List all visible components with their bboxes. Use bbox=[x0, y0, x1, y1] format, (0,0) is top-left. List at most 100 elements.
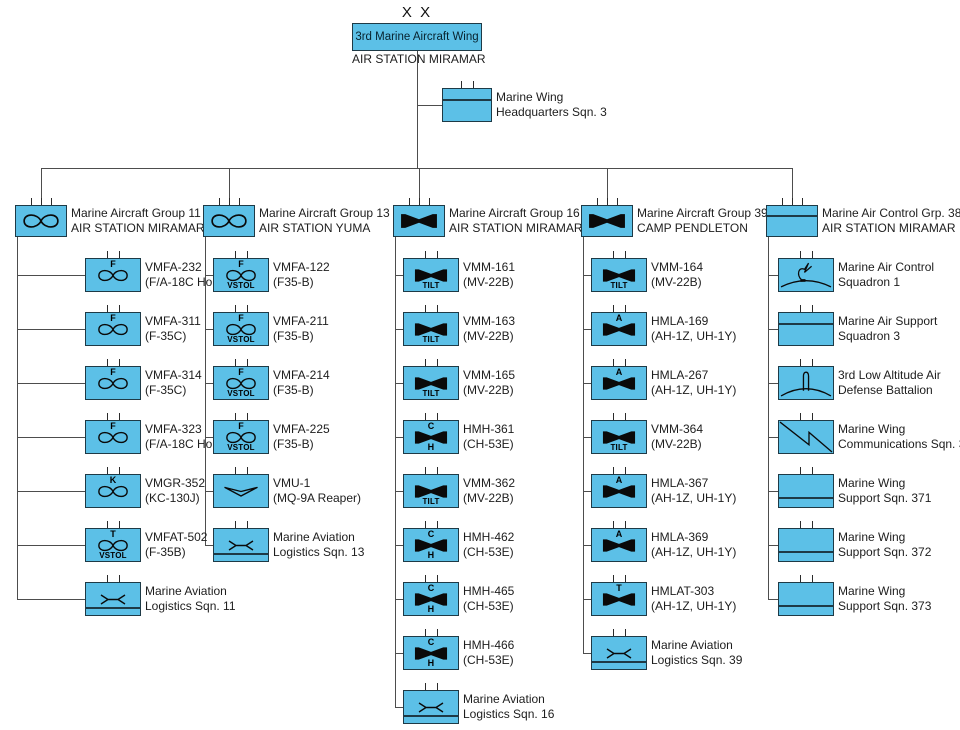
echelon-tick bbox=[425, 413, 426, 420]
unit-label-hmh-466: HMH-466(CH-53E) bbox=[463, 636, 514, 670]
unit-box-marine-aviation-logistics-sqn-39 bbox=[591, 636, 647, 670]
connector-line bbox=[583, 653, 591, 654]
wing-hq-box: 3rd Marine Aircraft Wing bbox=[352, 23, 482, 51]
echelon-tick bbox=[425, 575, 426, 582]
echelon-tick bbox=[235, 251, 236, 258]
unit-box-hmla-369: A bbox=[591, 528, 647, 562]
echelon-tick bbox=[800, 251, 801, 258]
echelon-tick bbox=[247, 521, 248, 528]
unit-box-marine-aircraft-group-39 bbox=[581, 205, 633, 237]
echelon-tick bbox=[247, 251, 248, 258]
echelon-band bbox=[767, 215, 817, 217]
label-line2: (AH-1Z, UH-1Y) bbox=[651, 491, 737, 505]
label-line2: AIR STATION MIRAMAR bbox=[822, 221, 956, 235]
icon-letter-top: F bbox=[110, 259, 116, 269]
icon-letter-top: C bbox=[427, 529, 435, 539]
unit-box-vmm-165: TILT bbox=[403, 366, 459, 400]
connector-line bbox=[17, 275, 85, 276]
unit-label-vmu-1: VMU-1(MQ-9A Reaper) bbox=[273, 474, 361, 508]
label-line1: Marine Aviation bbox=[651, 637, 733, 652]
connector-line bbox=[583, 383, 591, 384]
echelon-tick bbox=[473, 81, 474, 88]
label-line2: Support Sqn. 373 bbox=[838, 599, 932, 613]
label-line2: (F-35C) bbox=[145, 329, 187, 343]
unit-label-vmfa-214: VMFA-214(F35-B) bbox=[273, 366, 330, 400]
connector-line bbox=[17, 237, 18, 599]
rotary-wing-icon bbox=[401, 214, 437, 228]
label-line1: VMU-1 bbox=[273, 475, 311, 490]
label-line2: (CH-53E) bbox=[463, 437, 514, 451]
echelon-tick bbox=[812, 359, 813, 366]
label-line1: HMH-466 bbox=[463, 637, 515, 652]
icon-letter-top: A bbox=[615, 529, 623, 539]
label-line1: Marine Aviation bbox=[463, 691, 545, 706]
label-line2: (CH-53E) bbox=[463, 545, 514, 559]
echelon-tick bbox=[247, 359, 248, 366]
unit-label-hmla-367: HMLA-367(AH-1Z, UH-1Y) bbox=[651, 474, 736, 508]
label-line1: VMM-364 bbox=[651, 421, 704, 436]
unit-box-marine-aviation-logistics-sqn-16 bbox=[403, 690, 459, 724]
icon-label-bottom: VSTOL bbox=[227, 335, 255, 344]
unit-label-vmfat-502: VMFAT-502(F-35B) bbox=[145, 528, 207, 562]
unit-label-vmm-164: VMM-164(MV-22B) bbox=[651, 258, 703, 292]
echelon-tick bbox=[437, 467, 438, 474]
connector-line bbox=[229, 168, 230, 205]
icon-label-bottom: TILT bbox=[422, 281, 440, 290]
echelon-tick bbox=[119, 467, 120, 474]
echelon-tick bbox=[613, 359, 614, 366]
label-line2: (KC-130J) bbox=[145, 491, 200, 505]
label-line2: Logistics Sqn. 11 bbox=[145, 599, 236, 613]
icon-letter-top: C bbox=[427, 421, 435, 431]
rotary-wing-icon bbox=[414, 430, 448, 444]
label-line1: Marine Wing bbox=[838, 529, 906, 544]
icon-letter-top: T bbox=[110, 529, 116, 539]
icon-label-bottom: TILT bbox=[422, 497, 440, 506]
echelon-tick bbox=[235, 413, 236, 420]
echelon-tick bbox=[800, 305, 801, 312]
label-line2: (AH-1Z, UH-1Y) bbox=[651, 599, 737, 613]
connector-line bbox=[768, 545, 778, 546]
connector-line bbox=[583, 491, 591, 492]
unit-box-vmm-163: TILT bbox=[403, 312, 459, 346]
echelon-tick bbox=[800, 359, 801, 366]
echelon-tick bbox=[107, 413, 108, 420]
echelon-tick bbox=[625, 467, 626, 474]
echelon-tick bbox=[437, 251, 438, 258]
connector-line bbox=[607, 168, 608, 205]
wrench-icon bbox=[100, 593, 126, 605]
echelon-tick bbox=[613, 251, 614, 258]
label-line1: VMFA-311 bbox=[145, 313, 201, 328]
rotary-wing-icon bbox=[414, 592, 448, 606]
label-line2: (AH-1Z, UH-1Y) bbox=[651, 383, 737, 397]
unit-label-vmfa-211: VMFA-211(F35-B) bbox=[273, 312, 329, 346]
unit-box-marine-aviation-logistics-sqn-11 bbox=[85, 582, 141, 616]
unit-box-vmgr-352: K bbox=[85, 474, 141, 508]
icon-letter-top: F bbox=[238, 367, 244, 377]
unit-box-marine-wing-support-sqn-371 bbox=[778, 474, 834, 508]
label-line1: Marine Air Control bbox=[838, 259, 935, 274]
label-line2: (MV-22B) bbox=[463, 383, 514, 397]
label-line2: (MV-22B) bbox=[463, 491, 514, 505]
rotary-wing-icon bbox=[414, 538, 448, 552]
echelon-tick bbox=[437, 359, 438, 366]
echelon-tick bbox=[107, 359, 108, 366]
echelon-tick bbox=[800, 467, 801, 474]
unit-box-marine-wing-communications-sqn-38 bbox=[778, 420, 834, 454]
label-line1: HMLA-369 bbox=[651, 529, 709, 544]
fixed-wing-icon bbox=[98, 485, 128, 497]
unit-box-marine-aviation-logistics-sqn-13 bbox=[213, 528, 269, 562]
echelon-tick bbox=[613, 521, 614, 528]
connector-line bbox=[583, 437, 591, 438]
rotary-wing-icon bbox=[589, 214, 625, 228]
connector-line bbox=[17, 437, 85, 438]
connector-line bbox=[768, 491, 778, 492]
